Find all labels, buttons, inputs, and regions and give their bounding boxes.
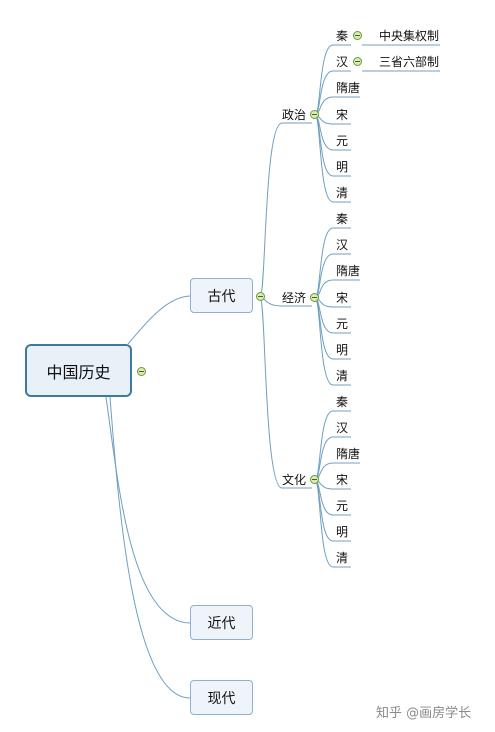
culture-dynasty-qing[interactable]: 清 (336, 551, 349, 565)
link-politics-han (314, 70, 334, 116)
era-node-ancient[interactable]: 古代 (190, 278, 253, 313)
category-culture-collapse-toggle-icon[interactable] (310, 475, 319, 484)
culture-dynasty-suitang[interactable]: 隋唐 (336, 447, 361, 461)
link-economy-han (314, 253, 334, 299)
culture-dynasty-qin[interactable]: 秦 (336, 395, 349, 409)
economy-dynasty-song[interactable]: 宋 (336, 291, 349, 305)
link-politics-qing (314, 114, 334, 203)
politics-han-note[interactable]: 三省六部制 (379, 55, 440, 69)
economy-dynasty-qing[interactable]: 清 (336, 369, 349, 383)
politics-qin-note[interactable]: 中央集权制 (379, 29, 440, 43)
category-politics-label[interactable]: 政治 (282, 108, 307, 122)
era-node-modern[interactable]: 近代 (190, 605, 253, 640)
politics-dynasty-han[interactable]: 汉 (336, 55, 349, 69)
era-node-label: 古代 (207, 288, 236, 305)
link-root-ancient (127, 295, 191, 345)
root-node-label: 中国历史 (46, 362, 111, 382)
link-culture-han (314, 436, 334, 481)
economy-dynasty-qin[interactable]: 秦 (336, 212, 349, 226)
economy-dynasty-han[interactable]: 汉 (336, 238, 349, 252)
politics-qin-collapse-toggle-icon[interactable] (353, 31, 362, 40)
category-politics-collapse-toggle-icon[interactable] (310, 110, 319, 119)
politics-dynasty-yuan[interactable]: 元 (336, 134, 349, 148)
culture-dynasty-yuan[interactable]: 元 (336, 499, 349, 513)
politics-dynasty-qin[interactable]: 秦 (336, 29, 349, 43)
category-culture-label[interactable]: 文化 (282, 473, 307, 487)
link-root-contemporary (109, 396, 191, 699)
era-node-label: 现代 (207, 690, 236, 707)
economy-dynasty-ming[interactable]: 明 (336, 343, 349, 357)
economy-dynasty-suitang[interactable]: 隋唐 (336, 264, 361, 278)
era-node-label: 近代 (207, 615, 236, 632)
culture-dynasty-han[interactable]: 汉 (336, 421, 349, 435)
link-ancient-culture (259, 296, 283, 489)
category-economy-collapse-toggle-icon[interactable] (310, 293, 319, 302)
politics-dynasty-qing[interactable]: 清 (336, 186, 349, 200)
politics-dynasty-ming[interactable]: 明 (336, 160, 349, 174)
culture-dynasty-song[interactable]: 宋 (336, 473, 349, 487)
politics-han-collapse-toggle-icon[interactable] (353, 57, 362, 66)
politics-dynasty-suitang[interactable]: 隋唐 (336, 81, 361, 95)
economy-dynasty-yuan[interactable]: 元 (336, 317, 349, 331)
link-economy-qing (314, 297, 334, 386)
link-ancient-politics (259, 122, 283, 298)
politics-dynasty-song[interactable]: 宋 (336, 108, 349, 122)
root-collapse-toggle-icon[interactable] (137, 367, 146, 376)
root-node-chinese-history[interactable]: 中国历史 (25, 344, 132, 397)
link-culture-qing (314, 479, 334, 568)
culture-dynasty-ming[interactable]: 明 (336, 525, 349, 539)
link-root-modern (105, 396, 191, 624)
era-ancient-collapse-toggle-icon[interactable] (256, 292, 265, 301)
era-node-contemporary[interactable]: 现代 (190, 680, 253, 715)
watermark: 知乎 @画房学长 (376, 706, 472, 721)
category-economy-label[interactable]: 经济 (282, 291, 307, 305)
